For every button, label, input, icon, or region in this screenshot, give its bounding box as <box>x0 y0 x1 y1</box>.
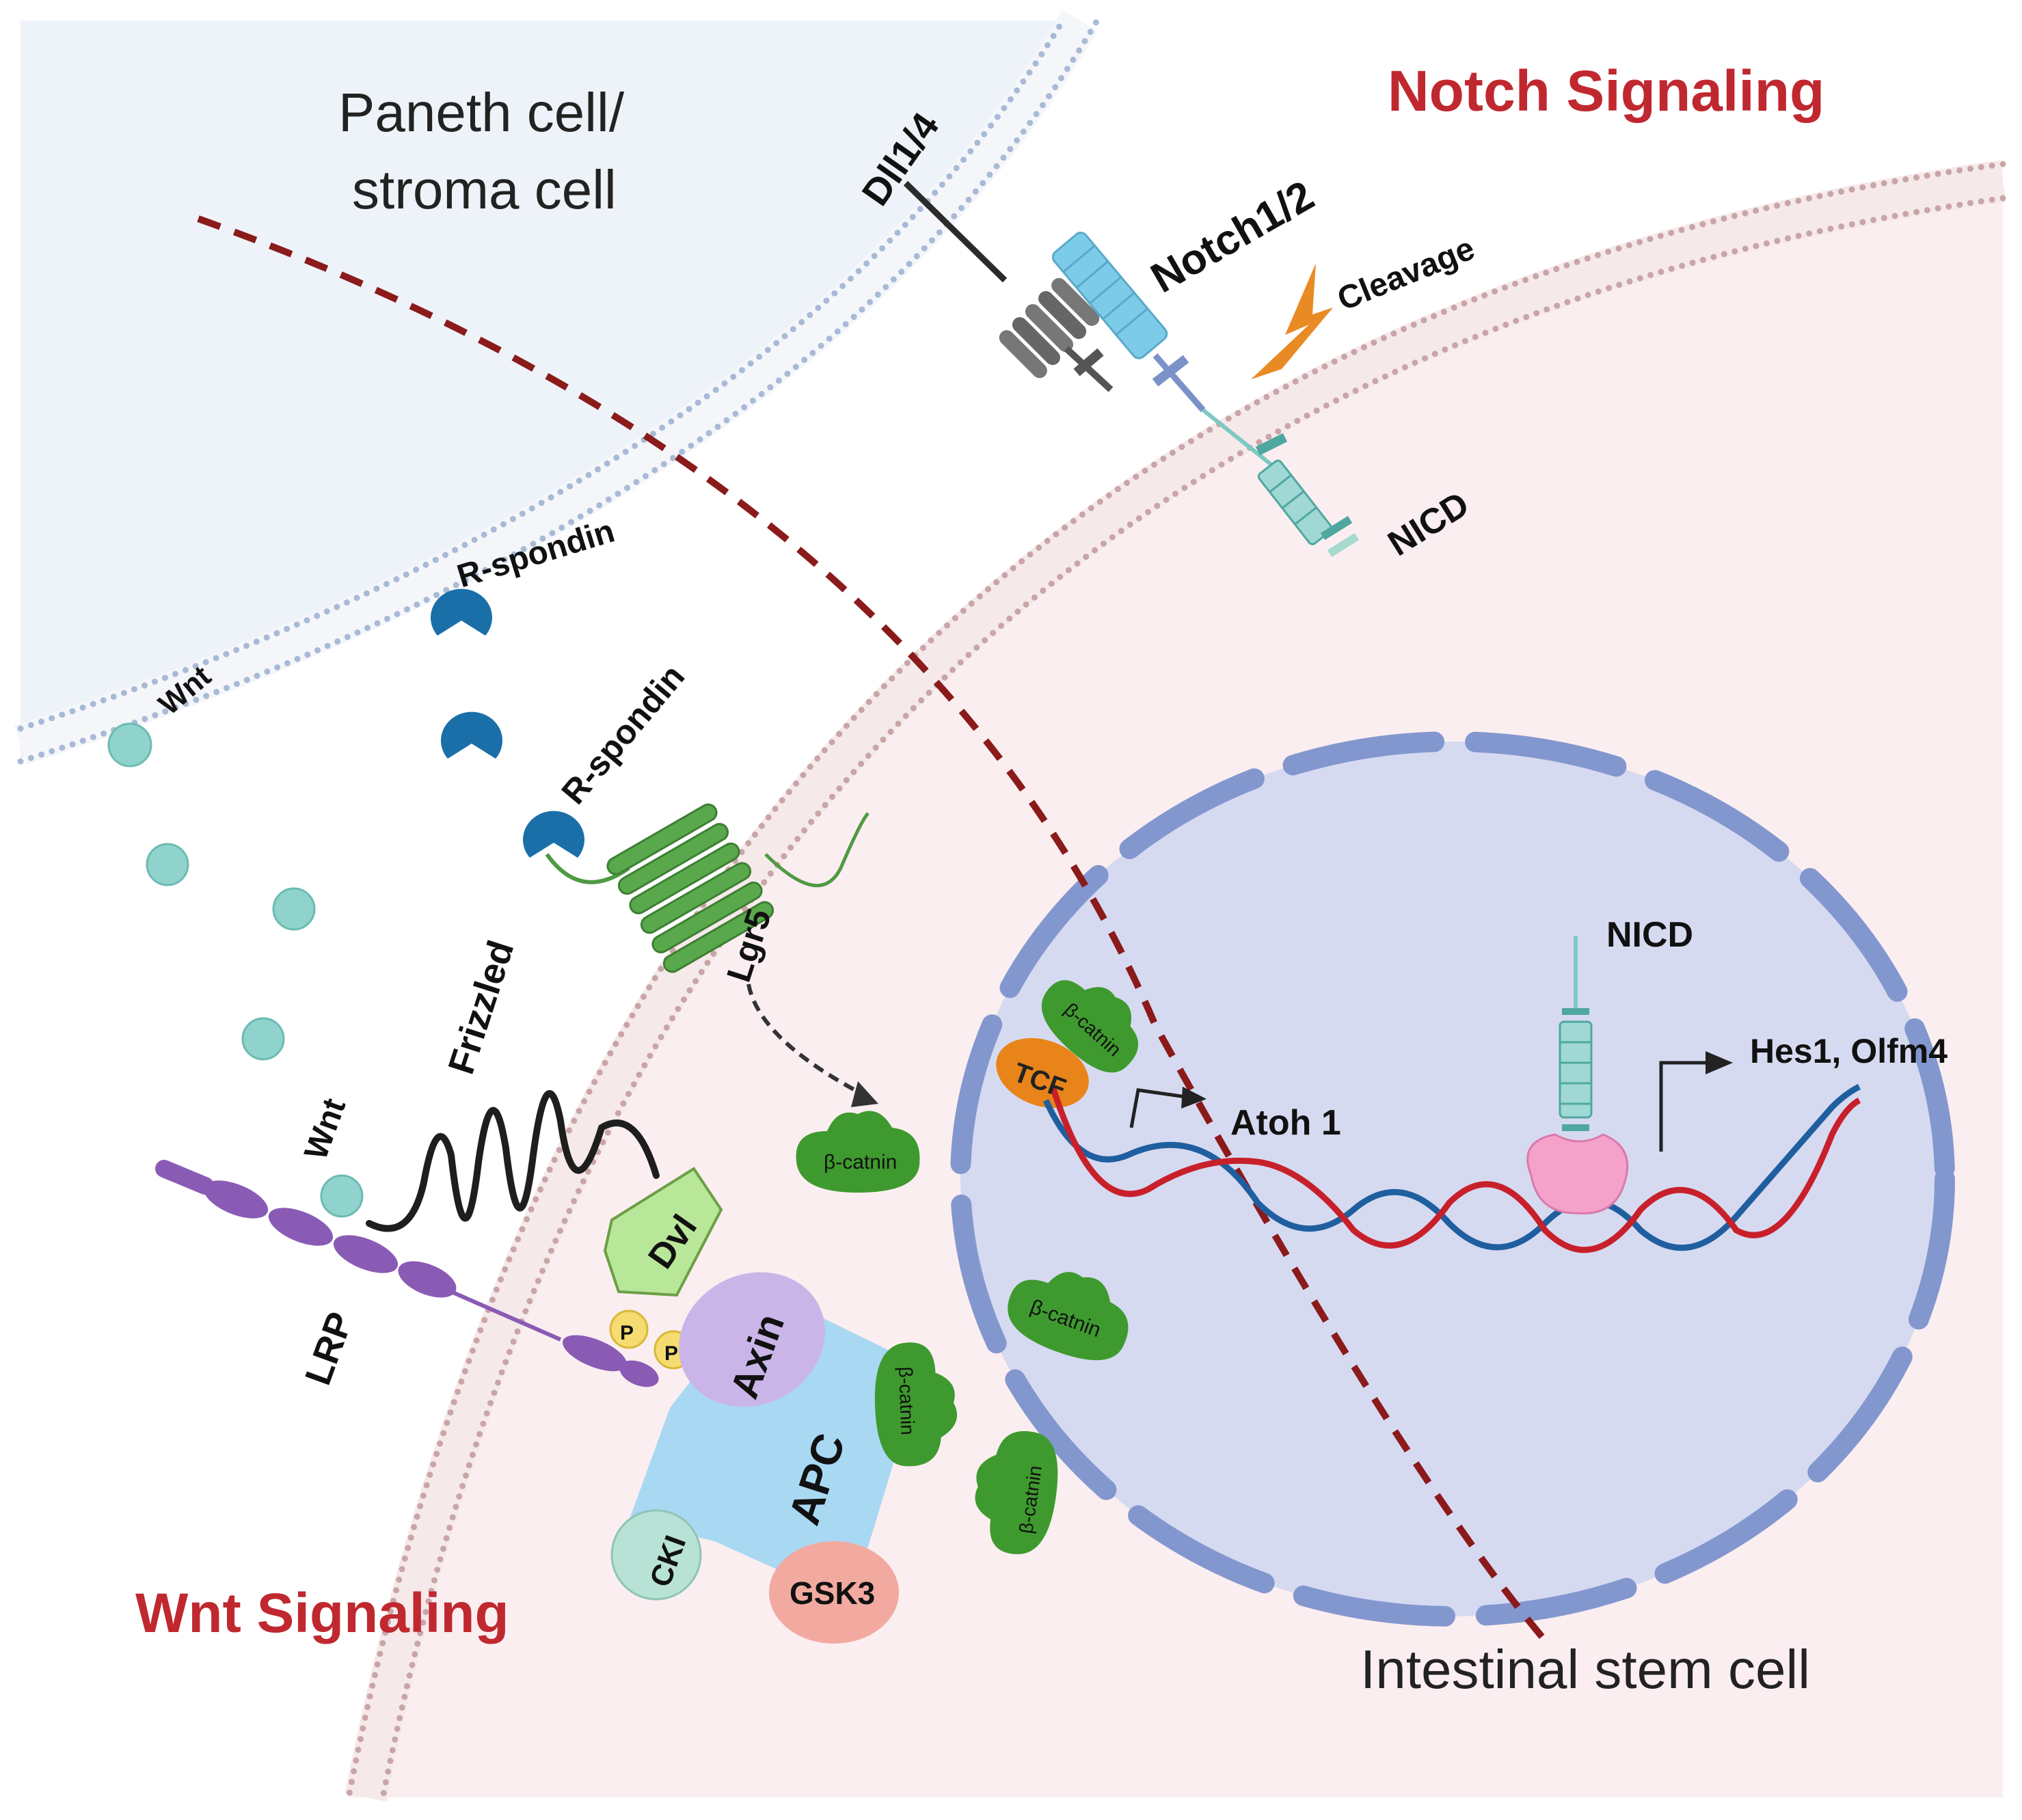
beta-catenin-label: β-catnin <box>824 1151 897 1173</box>
beta-catenin-blob <box>975 1431 1058 1555</box>
pathway-divider <box>197 215 1548 1643</box>
wnt-ligand <box>241 1017 285 1061</box>
gsk3-label: GSK3 <box>790 1575 875 1611</box>
cleavage-bolt-icon <box>1251 263 1333 379</box>
paneth-cell-label: Paneth cell/ <box>338 82 625 143</box>
arrowhead-icon <box>1181 1087 1207 1109</box>
wnt-ligand <box>272 887 316 931</box>
paneth-cell-region <box>21 21 1073 759</box>
rbpj-complex <box>1526 1133 1629 1214</box>
frizzled-receptor <box>366 1090 660 1232</box>
nicd-nuclear-label: NICD <box>1606 915 1693 955</box>
axin-protein <box>679 1272 825 1407</box>
lrp-coreceptor <box>155 1160 659 1387</box>
atoh1-transcription-arrow <box>1129 1088 1187 1128</box>
paneth-cell-membrane <box>14 10 1101 765</box>
stem-cell-label: Intestinal stem cell <box>1360 1639 1810 1700</box>
dll-ligand <box>903 180 1114 392</box>
rspondin-molecule <box>431 588 492 636</box>
rspondin-molecule <box>441 711 503 759</box>
hes1-transcription-arrow <box>1659 1061 1709 1152</box>
arrowhead-icon <box>851 1081 878 1107</box>
destruction-complex <box>610 1272 923 1644</box>
rspondin-molecule <box>522 811 584 858</box>
gsk3-protein <box>769 1541 899 1644</box>
notch-signaling-title: Notch Signaling <box>1388 59 1824 123</box>
dvl-protein <box>603 1167 723 1297</box>
wnt-signaling-title: Wnt Signaling <box>135 1582 509 1644</box>
hes1-olfm4-label: Hes1, Olfm4 <box>1750 1032 1947 1070</box>
beta-catenin-blob <box>796 1111 920 1193</box>
tcf-factor <box>996 1037 1089 1109</box>
dna-helix <box>1042 1083 1861 1253</box>
cki-protein <box>610 1509 702 1601</box>
phosphate-group <box>609 1309 649 1349</box>
beta-catenin-blob <box>1008 1272 1129 1361</box>
phospho-label: P <box>620 1322 634 1344</box>
nuclear-envelope <box>950 731 1955 1627</box>
wnt-ligand <box>320 1174 364 1218</box>
phospho-label: P <box>664 1342 678 1365</box>
wnt-ligand <box>146 843 189 886</box>
beta-catenin-blob <box>874 1342 958 1467</box>
stem-cell-membrane <box>345 160 2006 1802</box>
notch-receptor <box>1051 232 1206 412</box>
lgr5-receptor <box>545 803 870 973</box>
atoh1-label: Atoh 1 <box>1230 1103 1341 1143</box>
beta-catenin-blob <box>1041 980 1139 1073</box>
lgr5-signal-arrow <box>746 983 863 1096</box>
nicd-membrane <box>1202 408 1360 558</box>
nicd-nuclear <box>1559 936 1593 1131</box>
paneth-cell-label-line2: stroma cell <box>352 159 617 220</box>
wnt-ligand <box>107 722 152 768</box>
nucleus <box>950 731 1955 1627</box>
beta-catenin-label: β-catnin <box>895 1366 918 1435</box>
arrowhead-icon <box>1706 1051 1733 1074</box>
